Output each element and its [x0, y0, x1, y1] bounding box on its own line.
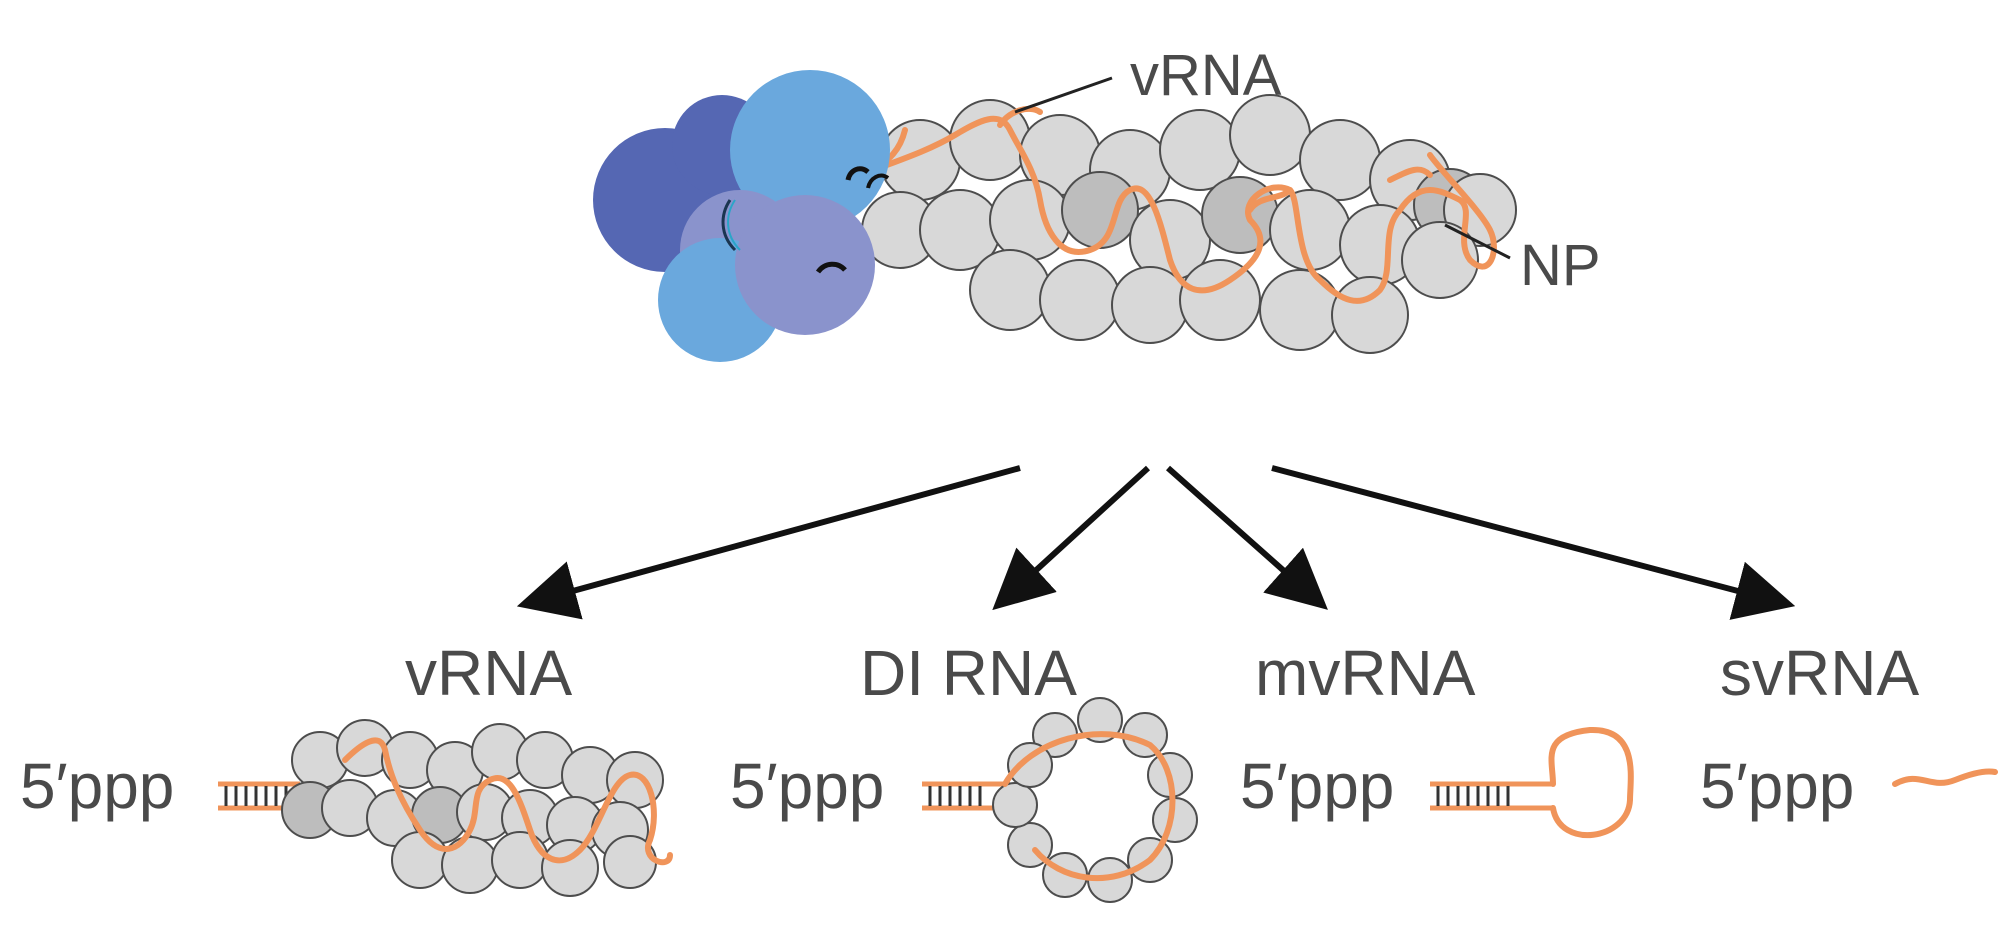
polymerase [593, 70, 890, 362]
prefix-di-rna: 5′ppp [730, 750, 884, 822]
product-vrna: 5′ppp [20, 719, 673, 897]
product-title-mvrna: mvRNA [1255, 637, 1476, 709]
mini-nucleoprotein-helix [281, 719, 664, 897]
svrna-strand [1892, 768, 1998, 787]
label-np: NP [1520, 233, 1601, 298]
prefix-svrna: 5′ppp [1700, 750, 1854, 822]
rnp-complex [593, 70, 1517, 362]
prefix-mvrna: 5′ppp [1240, 750, 1394, 822]
panhandle-di-rna [922, 781, 1010, 811]
arrow-to-di-rna [992, 465, 1151, 611]
mvrna-hairpin [1430, 726, 1634, 839]
arrows [516, 465, 1796, 620]
arrow-to-vrna [516, 465, 1021, 620]
arrow-to-mvrna [1166, 465, 1328, 610]
product-title-vrna: vRNA [405, 637, 572, 709]
np-leader-line [1444, 223, 1511, 260]
product-svrna: 5′ppp [1700, 750, 1998, 822]
product-mvrna: 5′ppp [1240, 726, 1634, 839]
product-title-svrna: svRNA [1720, 637, 1919, 709]
nucleoprotein-ring [992, 697, 1198, 903]
product-di-rna: 5′ppp [730, 697, 1198, 903]
prefix-vrna: 5′ppp [20, 750, 174, 822]
arrow-to-svrna [1271, 465, 1796, 620]
label-vrna-top: vRNA [1130, 43, 1282, 108]
vrna-leader-line [1014, 76, 1113, 114]
product-title-di-rna: DI RNA [860, 637, 1077, 709]
vrna-strand [865, 115, 1497, 304]
